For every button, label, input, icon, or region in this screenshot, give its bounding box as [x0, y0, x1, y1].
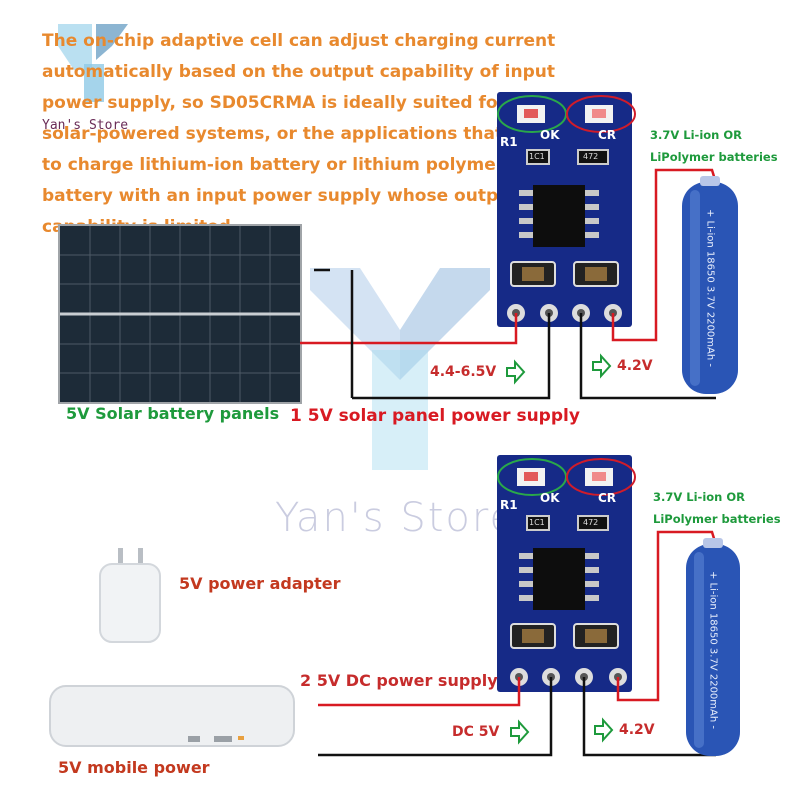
output-voltage-top: 4.2V: [617, 358, 653, 374]
battery-type-line1: 3.7V Li-ion OR: [650, 128, 742, 142]
board-label-cr: CR: [598, 128, 617, 142]
resistor-code-2: 472: [583, 518, 599, 527]
battery-type-top: 3.7V Li-ion OR LiPolymer batteries: [650, 124, 778, 168]
battery-print-bottom: + Li-ion 18650 3.7V 2200mAh -: [707, 571, 719, 729]
mobile-power-image: [48, 678, 298, 750]
battery-bottom: [686, 538, 740, 756]
intro-line: to charge lithium-ion battery or lithium…: [42, 155, 505, 175]
input-voltage-top: 4.4-6.5V: [430, 364, 497, 380]
intro-line: automatically based on the output capabi…: [42, 62, 555, 82]
intro-line: power supply, so SD05CRMA is ideally sui…: [42, 93, 544, 113]
board-label-r1: R1: [500, 135, 518, 149]
intro-line: The on-chip adaptive cell can adjust cha…: [42, 31, 556, 51]
board-label-cr: CR: [598, 491, 617, 505]
battery-print-top: + Li-ion 18650 3.7V 2200mAh -: [704, 209, 716, 367]
adapter-label: 5V power adapter: [179, 574, 341, 593]
solar-panel-label: 5V Solar battery panels: [66, 404, 280, 423]
intro-line: solar-powered systems, or the applicatio…: [42, 124, 557, 144]
power-adapter-image: [98, 548, 162, 644]
solar-panel-image: [58, 224, 302, 404]
resistor-code-1: 1C1: [529, 518, 545, 527]
watermark-text: Yan's Store: [275, 495, 517, 541]
solar-cell-grid: [60, 226, 300, 402]
battery-type-line1: 3.7V Li-ion OR: [653, 490, 745, 504]
resistor-code-2: 472: [583, 152, 599, 161]
resistor-code-1: 1C1: [529, 152, 545, 161]
board-label-r1: R1: [500, 498, 518, 512]
battery-top: [682, 176, 738, 394]
wire-top-ground-in: [352, 313, 551, 400]
scheme-2-label: 2 5V DC power supply: [300, 671, 498, 690]
battery-type-line2: LiPolymer batteries: [650, 150, 778, 164]
wires-top: [300, 168, 718, 400]
output-voltage-bottom: 4.2V: [619, 722, 655, 738]
intro-line: battery with an input power supply whose…: [42, 186, 519, 206]
intro-paragraph: The on-chip adaptive cell can adjust cha…: [42, 26, 557, 243]
mobile-power-label: 5V mobile power: [58, 758, 210, 777]
arrow-right-icon: [506, 353, 614, 745]
input-voltage-bottom: DC 5V: [452, 724, 500, 740]
battery-type-bottom: 3.7V Li-ion OR LiPolymer batteries: [653, 486, 781, 530]
scheme-1-label: 1 5V solar panel power supply: [290, 406, 580, 426]
store-name-small: Yan's Store: [42, 118, 129, 133]
board-label-ok: OK: [540, 491, 560, 505]
board-label-ok: OK: [540, 128, 560, 142]
battery-type-line2: LiPolymer batteries: [653, 512, 781, 526]
wires-bottom: [318, 530, 718, 757]
